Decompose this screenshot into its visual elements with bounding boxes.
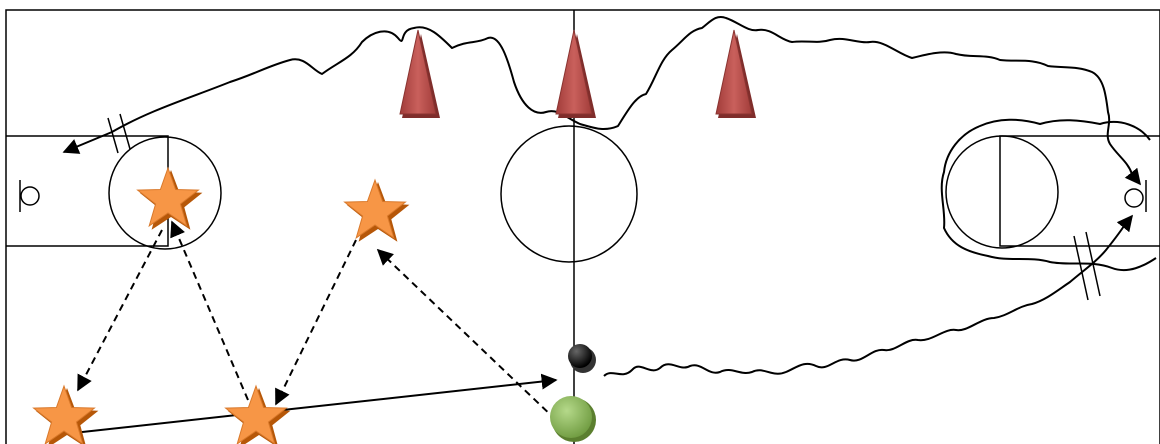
right-key-tick-1 <box>1073 235 1089 301</box>
dashed-passes <box>77 220 557 421</box>
dashed-pass-green-to-top <box>376 248 557 421</box>
dribble-path-return <box>603 216 1132 377</box>
right-hoop <box>1124 188 1144 208</box>
dashed-pass-bottom-middle-to-key <box>170 220 249 401</box>
right-free-throw-lane <box>999 135 1160 247</box>
court-boundary <box>5 9 1160 444</box>
black-ball <box>568 344 596 373</box>
right-free-throw-circle <box>945 135 1059 249</box>
dashed-pass-top-to-bottom-middle <box>275 239 357 406</box>
left-key-tick-1 <box>107 117 119 154</box>
dribble-path-loop <box>111 16 1140 184</box>
solid-pass-bottom-left-to-ball <box>63 373 558 435</box>
dashed-pass-star-to-bottom-left <box>77 229 163 392</box>
stars <box>32 166 410 444</box>
star-bottom-middle <box>224 384 291 444</box>
green-circle <box>550 396 596 442</box>
dribble-arrow-to-left-key <box>62 131 113 154</box>
left-free-throw-circle <box>108 136 222 250</box>
center-circle <box>500 125 638 263</box>
cone-left <box>399 29 440 118</box>
cone-center <box>555 29 596 118</box>
star-top-middle <box>343 178 410 242</box>
left-hoop <box>20 186 40 206</box>
cones <box>399 29 756 118</box>
star-key-left <box>136 166 203 230</box>
left-key-tick-2 <box>119 113 131 150</box>
cone-right <box>715 29 756 118</box>
dribble-path-key-loop <box>940 118 1157 272</box>
star-bottom-left <box>32 384 99 444</box>
